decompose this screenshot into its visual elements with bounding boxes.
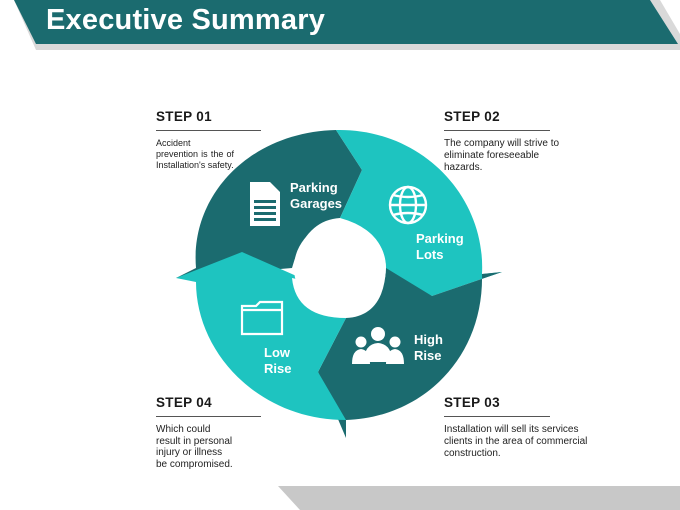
step-01: STEP 01 Accident prevention is the of In…: [156, 109, 261, 171]
segment-label-high-rise: High Rise: [414, 332, 443, 363]
step-heading: STEP 03: [444, 395, 550, 417]
cycle-center: [294, 222, 386, 314]
step-description: Accident prevention is the of Installati…: [156, 138, 234, 170]
step-description: The company will strive to eliminate for…: [444, 138, 560, 173]
title-banner: Executive Summary: [0, 0, 680, 50]
segment-low-rise: [176, 252, 346, 420]
document-icon: [250, 182, 280, 226]
folder-icon: [240, 300, 284, 336]
segment-high-rise: [318, 268, 502, 438]
segment-label-parking-lots: Parking Lots: [416, 231, 464, 262]
step-03: STEP 03 Installation will sell its servi…: [444, 395, 587, 460]
step-heading: STEP 04: [156, 395, 261, 417]
step-description: Which could result in personal injury or…: [156, 424, 233, 470]
step-heading: STEP 02: [444, 109, 550, 131]
people-icon: [352, 327, 404, 364]
step-04: STEP 04 Which could result in personal i…: [156, 395, 261, 470]
step-description: Installation will sell its services clie…: [444, 424, 588, 459]
title-banner-shape: [14, 0, 680, 50]
segment-label-parking-garages: Parking Garages: [290, 180, 343, 211]
globe-icon: [388, 185, 428, 225]
step-heading: STEP 01: [156, 109, 261, 131]
segment-label-low-rise: Low Rise: [264, 345, 292, 376]
page-title: Executive Summary: [46, 4, 326, 36]
step-02: STEP 02 The company will strive to elimi…: [444, 109, 559, 174]
